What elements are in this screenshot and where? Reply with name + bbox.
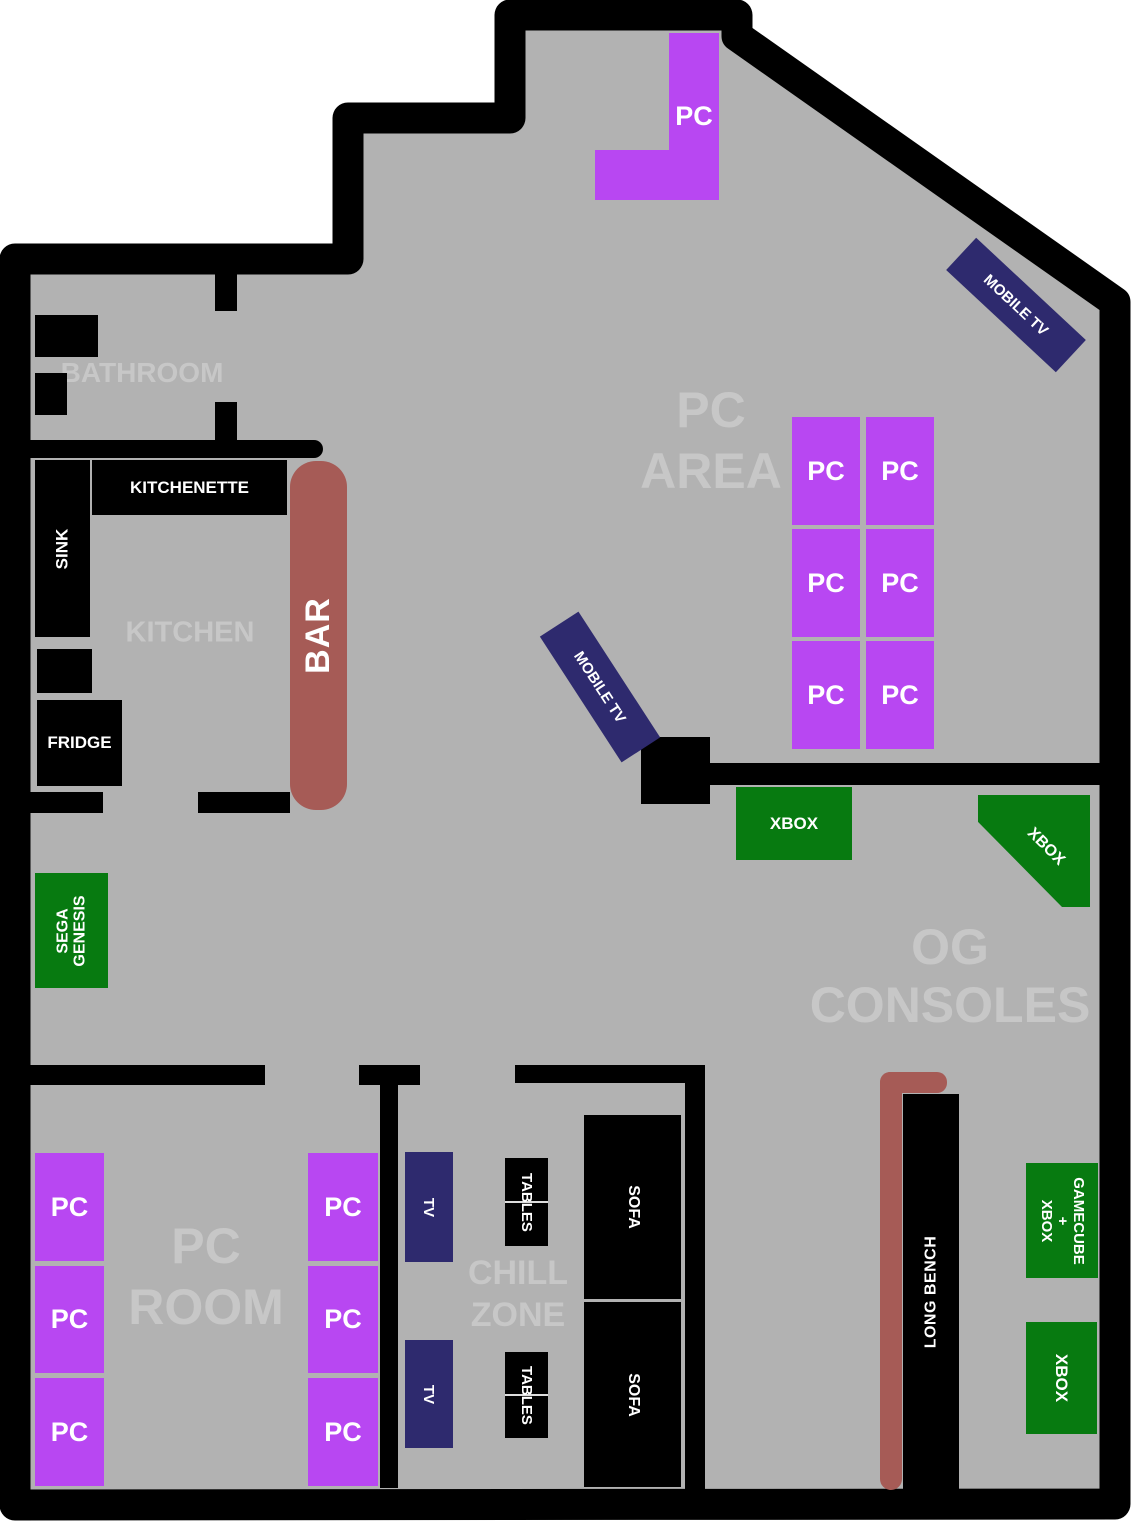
wall-chillzone-top [515, 1065, 705, 1083]
bench-rail-vertical [880, 1072, 902, 1490]
wall-bathroom-door-lower [215, 402, 237, 444]
pc-desk: PC [308, 1378, 378, 1486]
wall-pcroom-top [15, 1065, 265, 1085]
room-label-pc-area-line1: PC [676, 382, 746, 438]
pc-desk-label: PC [50, 1304, 89, 1334]
xbox-label: XBOX [769, 813, 819, 833]
room-label-pc-room: PC ROOM [128, 1216, 284, 1338]
bar-label: BAR [299, 597, 338, 674]
pc-desk-label: PC [807, 455, 845, 486]
wall-bathroom-door-upper [215, 256, 237, 311]
pc-desk: PC [308, 1266, 378, 1373]
tv-label: TV [420, 1384, 438, 1404]
kitchenette-counter: KITCHENETTE [92, 460, 287, 515]
room-label-pc-room-line1: PC [171, 1218, 241, 1274]
tables-divider [505, 1201, 548, 1203]
wall-kitchen-bottom-left [15, 792, 103, 813]
room-label-pc-area: PC AREA [640, 380, 782, 502]
sega-genesis-station: SEGA GENESIS [35, 873, 108, 988]
room-label-bathroom: BATHROOM [60, 357, 224, 388]
fridge-label: FRIDGE [47, 733, 112, 752]
tables-group: TABLES [505, 1158, 548, 1246]
pc-desk: PC [792, 641, 860, 749]
gamecube-xbox-station: GAMECUBE + XBOX [1026, 1163, 1098, 1278]
pc-desk-label: PC [50, 1191, 89, 1222]
pc-desk: PC [35, 1153, 104, 1261]
room-label-kitchen: KITCHEN [125, 616, 255, 649]
pc-desk: PC [792, 529, 860, 637]
bathroom-fixture-toilet [35, 315, 98, 357]
sega-genesis-label: SEGA GENESIS [54, 895, 88, 966]
bathroom-fixture-sink [35, 373, 67, 415]
pc-desk-label: PC [50, 1416, 89, 1447]
tables-divider [505, 1394, 548, 1396]
gamecube-xbox-line2: + [1054, 1216, 1072, 1225]
pc-desk: PC [308, 1153, 378, 1261]
wall-kitchen-bottom-right [198, 792, 290, 813]
pc-desk: PC [35, 1266, 104, 1373]
tables-label: TABLES [518, 1172, 536, 1232]
sofa: SOFA [584, 1115, 681, 1299]
sofa-label: SOFA [624, 1372, 642, 1417]
gamecube-xbox-line1: GAMECUBE [1070, 1176, 1088, 1265]
bench-rail-horizontal [880, 1072, 947, 1093]
pc-desk-label: PC [881, 455, 919, 486]
wall-column [641, 737, 710, 804]
xbox-station: XBOX [736, 787, 852, 860]
room-label-chill-line2: ZONE [470, 1296, 566, 1334]
pc-desk-label: PC [324, 1191, 362, 1222]
wall-pcroom-top-t [359, 1065, 420, 1085]
room-label-chill-zone: CHILL ZONE [468, 1252, 568, 1336]
pc-desk-label: PC [881, 567, 919, 598]
wall-chillzone-right [685, 1083, 705, 1500]
tables-label: TABLES [518, 1365, 536, 1425]
sink-counter: SINK [35, 460, 90, 637]
pc-desk-label: PC [807, 567, 845, 598]
pc-desk: PC [792, 417, 860, 525]
xbox-label: XBOX [1052, 1353, 1072, 1403]
kitchenette-label: KITCHENETTE [130, 477, 249, 497]
fridge: FRIDGE [37, 700, 122, 786]
bar-counter: BAR [290, 461, 347, 810]
tv-unit: TV [405, 1152, 453, 1262]
sofa-label: SOFA [624, 1185, 642, 1229]
long-bench: LONG BENCH [903, 1094, 959, 1490]
kitchen-counter [37, 649, 92, 693]
pc-desk-l-horizontal [595, 150, 719, 200]
sofa: SOFA [584, 1302, 681, 1487]
gamecube-xbox-line3: XBOX [1038, 1199, 1056, 1242]
tables-group: TABLES [505, 1352, 548, 1438]
room-label-og-line1: OG [911, 919, 989, 975]
long-bench-label: LONG BENCH [922, 1235, 939, 1349]
room-label-pc-area-line2: AREA [640, 443, 782, 499]
wall-pcroom-divider [380, 1085, 398, 1488]
sega-genesis-line2: GENESIS [71, 894, 89, 967]
gamecube-xbox-label: GAMECUBE + XBOX [1038, 1176, 1088, 1265]
sega-genesis-line1: SEGA [54, 907, 72, 954]
tv-unit: TV [405, 1340, 453, 1448]
room-label-og-consoles: OG CONSOLES [810, 918, 1091, 1034]
xbox-station-bottom: XBOX [1026, 1322, 1097, 1434]
wall-bathroom-bottom [15, 440, 323, 458]
pc-desk: PC [866, 529, 934, 637]
pc-desk: PC [35, 1378, 104, 1486]
pc-desk: PC [866, 417, 934, 525]
pc-desk-label: PC [675, 101, 713, 131]
pc-desk: PC [866, 641, 934, 749]
pc-desk-label: PC [807, 679, 845, 710]
pc-desk-label: PC [324, 1416, 362, 1447]
tv-label: TV [420, 1197, 438, 1217]
room-label-og-line2: CONSOLES [809, 977, 1091, 1033]
sink-label: SINK [52, 528, 72, 569]
wall-consoles-top [710, 763, 1102, 785]
pc-desk-label: PC [324, 1304, 362, 1334]
room-label-chill-line1: CHILL [467, 1254, 569, 1292]
room-label-pc-room-line2: ROOM [128, 1279, 284, 1335]
xbox-label: XBOX [1024, 824, 1069, 869]
pc-desk-label: PC [881, 679, 919, 710]
